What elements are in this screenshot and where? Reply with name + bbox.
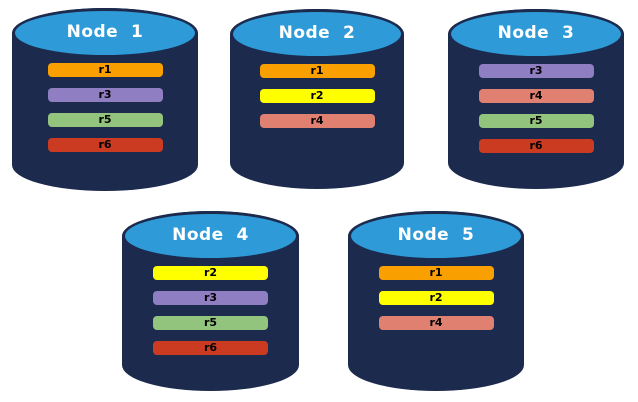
- node-3-replica-list: r3 r4 r5 r6: [448, 64, 624, 164]
- replica-bar-r4: r4: [478, 89, 594, 103]
- replica-bar-r5: r5: [153, 316, 268, 330]
- replica-bar-r3: r3: [478, 64, 594, 78]
- node-5-cylinder-top: Node 5: [348, 211, 524, 261]
- node-1-title: Node 1: [66, 22, 144, 42]
- node-2-replica-list: r1 r2 r4: [230, 64, 404, 139]
- node-1-cylinder-top: Node 1: [12, 8, 198, 58]
- replica-bar-r2: r2: [259, 89, 375, 103]
- node-1: Node 1 r1 r3 r5 r6: [12, 8, 198, 191]
- replica-bar-r2: r2: [378, 291, 494, 305]
- replica-bar-r1: r1: [378, 266, 494, 280]
- replica-bar-r3: r3: [153, 291, 268, 305]
- node-3-cylinder-top: Node 3: [448, 9, 624, 59]
- replica-bar-r5: r5: [478, 114, 594, 128]
- replica-bar-r4: r4: [259, 114, 375, 128]
- node-4-replica-list: r2 r3 r5 r6: [122, 266, 299, 366]
- node-3-title: Node 3: [497, 23, 575, 43]
- node-5: Node 5 r1 r2 r4: [348, 211, 524, 391]
- node-5-replica-list: r1 r2 r4: [348, 266, 524, 341]
- node-2: Node 2 r1 r2 r4: [230, 9, 404, 189]
- node-2-title: Node 2: [278, 23, 356, 43]
- replica-bar-r6: r6: [478, 139, 594, 153]
- node-1-replica-list: r1 r3 r5 r6: [12, 63, 198, 163]
- node-2-cylinder-top: Node 2: [230, 9, 404, 59]
- replica-bar-r2: r2: [153, 266, 268, 280]
- replica-bar-r3: r3: [47, 88, 163, 102]
- replica-bar-r1: r1: [259, 64, 375, 78]
- replica-bar-r6: r6: [153, 341, 268, 355]
- node-4-title: Node 4: [172, 225, 249, 245]
- node-4: Node 4 r2 r3 r5 r6: [122, 211, 299, 391]
- replica-bar-r1: r1: [47, 63, 163, 77]
- replica-bar-r4: r4: [378, 316, 494, 330]
- replica-bar-r5: r5: [47, 113, 163, 127]
- replica-bar-r6: r6: [47, 138, 163, 152]
- node-3: Node 3 r3 r4 r5 r6: [448, 9, 624, 189]
- node-4-cylinder-top: Node 4: [122, 211, 299, 261]
- node-5-title: Node 5: [397, 225, 475, 245]
